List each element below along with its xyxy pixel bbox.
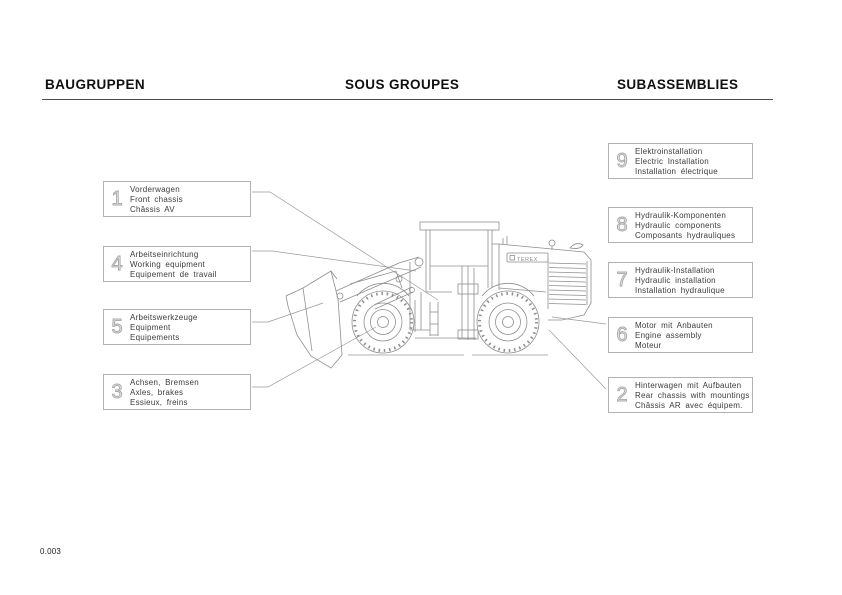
connector-equipment [252,302,324,323]
label-box-hydraulic-installation: 7 Hydraulik-Installation Hydraulic insta… [608,262,753,298]
label-line-en: Hydraulic components [635,220,722,230]
label-number: 5 [111,316,123,338]
label-line-en: Axles, brakes [130,387,184,397]
label-line-de: Arbeitswerkzeuge [130,312,198,322]
label-number: 8 [616,214,628,236]
label-box-working-equipment: 4 Arbeitseinrichtung Working equipment E… [103,246,251,282]
label-number: 4 [111,253,123,275]
connector-axles [252,326,377,388]
brand-plate: TEREX [506,252,549,263]
label-box-axles-brakes: 3 Achsen, Bremsen Axles, brakes Essieux,… [103,374,251,410]
label-line-de: Vorderwagen [130,184,180,194]
label-line-en: Hydraulic installation [635,275,716,285]
label-box-rear-chassis: 2 Hinterwagen mit Aufbauten Rear chassis… [608,377,753,413]
brand-text: TEREX [517,257,538,263]
connector-working-equipment [252,250,417,272]
label-line-fr: Equipement de travail [130,270,217,280]
label-line-en: Electric Installation [635,156,709,166]
label-line-fr: Installation électrique [635,167,718,177]
label-line-en: Working equipment [130,259,206,269]
label-line-en: Engine assembly [635,330,702,340]
label-number: 7 [616,269,628,291]
connector-engine [551,316,607,325]
label-line-de: Elektroinstallation [635,146,703,156]
label-box-engine-assembly: 6 Motor mit Anbauten Engine assembly Mot… [608,317,753,353]
lift-arm [335,256,424,310]
cab-steps [429,302,439,336]
connector-rear-chassis [548,329,607,390]
rear-wheel [476,290,540,354]
front-chassis [409,262,430,332]
label-line-fr: Châssis AV [130,205,175,215]
label-line-en: Equipment [130,322,171,332]
cab [419,221,500,293]
engine-hood [498,243,592,321]
articulation-joint [415,266,479,340]
label-line-de: Motor mit Anbauten [635,320,713,330]
label-line-de: Hydraulik-Komponenten [635,210,727,220]
label-line-fr: Moteur [635,341,662,351]
label-line-fr: Essieux, freins [130,398,188,408]
label-line-fr: Composants hydrauliques [635,231,736,241]
bucket [285,270,343,369]
label-number: 2 [616,384,628,406]
label-line-fr: Châssis AR avec équipem. [635,401,743,411]
label-line-en: Front chassis [130,194,183,204]
label-line-de: Hinterwagen mit Aufbauten [635,380,742,390]
label-box-equipment: 5 Arbeitswerkzeuge Equipment Equipements [103,309,251,345]
label-box-front-chassis: 1 Vorderwagen Front chassis Châssis AV [103,181,251,217]
header-rule [42,99,773,100]
page-title-fr: SOUS GROUPES [345,77,460,92]
label-line-de: Achsen, Bremsen [130,377,199,387]
page-reference-number: 0.003 [40,547,62,556]
wheel-loader-drawing: TEREX [285,221,592,369]
label-line-en: Rear chassis with mountings [635,390,750,400]
page-title-en: SUBASSEMBLIES [617,77,739,92]
rear-fender [481,283,535,297]
label-line-de: Arbeitseinrichtung [130,249,199,259]
label-line-fr: Equipements [130,333,180,343]
connector-front-chassis [252,191,439,301]
label-line-de: Hydraulik-Installation [635,265,715,275]
beacon-and-intake [502,236,584,250]
label-number: 1 [111,188,123,210]
label-box-hydraulic-components: 8 Hydraulik-Komponenten Hydraulic compon… [608,207,753,243]
label-line-fr: Installation hydraulique [635,286,725,296]
label-number: 3 [111,381,123,403]
label-number: 9 [616,150,628,172]
label-box-electric-installation: 9 Elektroinstallation Electric Installat… [608,143,753,179]
connector-lines [252,191,607,390]
label-number: 6 [616,324,628,346]
page-title-de: BAUGRUPPEN [45,77,146,92]
front-wheel [351,290,415,354]
